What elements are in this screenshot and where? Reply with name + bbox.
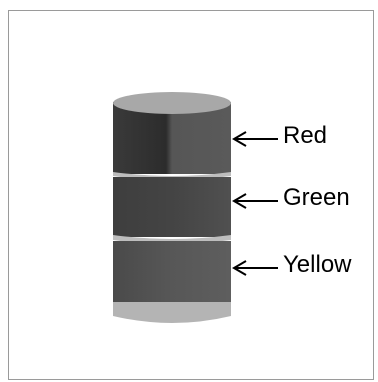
cylinder-top-cap (113, 92, 231, 114)
label-green: Green (283, 184, 350, 211)
cylinder-section-middle (113, 177, 231, 237)
label-red: Red (283, 122, 328, 149)
label-yellow: Yellow (283, 251, 352, 278)
cylinder-section-bottom (113, 241, 231, 304)
arrow-red-icon (232, 131, 278, 147)
arrow-yellow-icon (232, 260, 278, 276)
arrow-green-icon (232, 193, 278, 209)
cylinder-base (113, 302, 231, 323)
